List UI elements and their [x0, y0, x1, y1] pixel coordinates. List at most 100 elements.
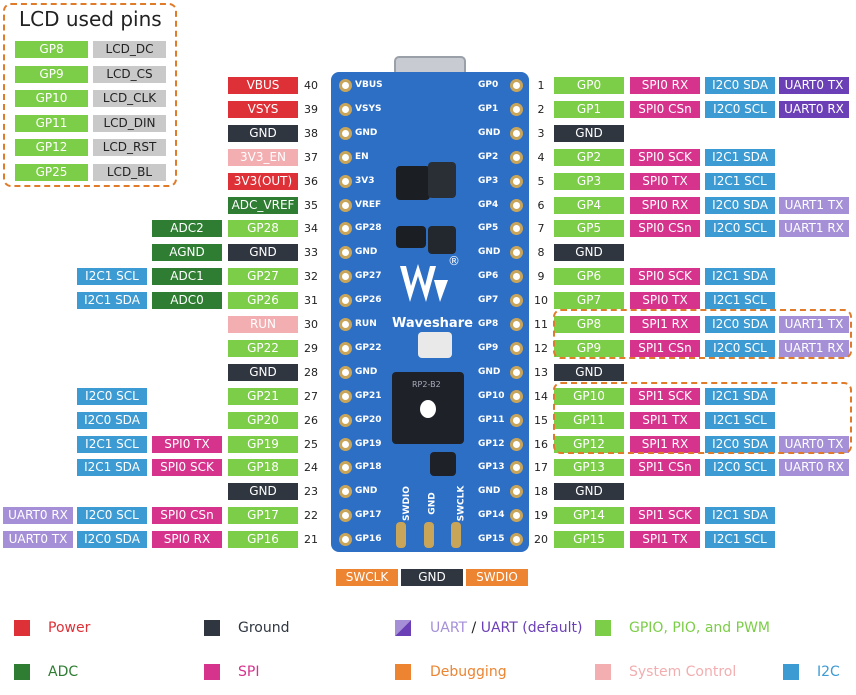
pin-silk: GP20 — [355, 414, 382, 425]
pin-function-label: GND — [228, 124, 298, 142]
pin-silk: VBUS — [355, 80, 383, 90]
pin-function-label: I2C1 SCL — [705, 172, 775, 190]
pin-function-label: SPI1 RX — [630, 316, 700, 333]
pin-function-label: GP17 — [228, 507, 298, 525]
pin-silk: RUN — [355, 319, 377, 329]
pin-silk: GP1 — [478, 103, 499, 114]
pin-function-label: I2C0 SCL — [705, 459, 775, 477]
pin-function-label: ADC2 — [152, 220, 222, 238]
pin-number: 9 — [532, 268, 550, 286]
crystal — [396, 226, 426, 248]
pin-number: 40 — [302, 77, 320, 94]
lcd-gp-label: GP12 — [15, 139, 88, 156]
pin-function-label: SPI1 CSn — [630, 339, 700, 357]
pin-number: 13 — [532, 363, 550, 381]
pin-function-label: 3V3(OUT) — [228, 172, 298, 190]
pin-silk: GP6 — [478, 271, 499, 282]
pin-function-label: I2C0 SDA — [77, 411, 147, 429]
pin-silk: GP8 — [478, 319, 499, 329]
lcd-function-label: LCD_DIN — [93, 114, 166, 132]
pin-pad — [510, 365, 523, 379]
pin-pad — [510, 150, 523, 164]
pin-function-label: I2C0 SDA — [77, 531, 147, 549]
pin-pad — [510, 533, 523, 547]
pin-number: 32 — [302, 268, 320, 286]
pin-function-label: GP20 — [228, 411, 298, 429]
pin-function-label: UART0 TX — [3, 531, 73, 549]
pin-pad — [339, 79, 352, 92]
pin-function-label: GP3 — [554, 172, 624, 190]
pin-pad — [510, 246, 523, 260]
board — [331, 72, 529, 552]
pin-pad — [339, 150, 352, 164]
legend-i2c-label: I2C — [817, 664, 840, 680]
pin-function-label: SPI0 TX — [630, 292, 700, 310]
pin-function-label: GND — [228, 244, 298, 262]
pin-function-label: GND — [228, 483, 298, 501]
lcd-gp-label: GP11 — [15, 114, 88, 132]
pin-function-label: SPI0 SCK — [152, 459, 222, 477]
pin-function-label: UART1 TX — [779, 316, 849, 333]
pin-function-label: UART0 RX — [3, 507, 73, 525]
pin-function-label: I2C1 SCL — [705, 292, 775, 310]
pin-silk: GND — [478, 247, 501, 258]
pin-pad — [339, 222, 352, 236]
pin-number: 8 — [532, 244, 550, 262]
pin-number: 25 — [302, 435, 320, 453]
pin-function-label: I2C1 SDA — [77, 292, 147, 310]
pin-function-label: GND — [554, 244, 624, 262]
pin-function-label: I2C0 SDA — [705, 435, 775, 453]
pin-function-label: UART0 TX — [779, 77, 849, 94]
pin-number: 21 — [302, 531, 320, 549]
pin-function-label: GND — [228, 363, 298, 381]
pin-function-label: GP19 — [228, 435, 298, 453]
pin-function-label: I2C0 SDA — [705, 77, 775, 94]
pin-function-label: GP28 — [228, 220, 298, 238]
pin-function-label: SPI0 SCK — [630, 148, 700, 166]
pin-number: 10 — [532, 292, 550, 310]
pin-number: 20 — [532, 531, 550, 549]
pin-pad — [339, 341, 352, 355]
pin-function-label: RUN — [228, 316, 298, 333]
pin-silk: GP11 — [478, 414, 505, 425]
pin-pad — [339, 389, 352, 403]
pin-pad — [339, 294, 352, 308]
pin-number: 16 — [532, 435, 550, 453]
pin-function-label: SPI0 CSn — [152, 507, 222, 525]
pin-function-label: SPI0 TX — [152, 435, 222, 453]
pin-function-label: GP4 — [554, 196, 624, 214]
pin-function-label: GP21 — [228, 387, 298, 405]
legend-i2c-swatch — [783, 664, 799, 680]
chip-marking: RP2-B2 — [412, 380, 441, 389]
highlight-gp8-gp9 — [553, 309, 852, 359]
pin-function-label: GP26 — [228, 292, 298, 310]
pin-pad — [339, 174, 352, 188]
lcd-function-label: LCD_BL — [93, 163, 166, 181]
pin-number: 3 — [532, 124, 550, 142]
legend-adc-swatch — [14, 664, 30, 680]
pin-silk: GP10 — [478, 390, 505, 401]
pin-function-label: SPI0 RX — [152, 531, 222, 549]
pin-function-label: GP9 — [554, 339, 624, 357]
debug-label: SWCLK — [336, 569, 398, 586]
pin-pad — [510, 79, 523, 92]
pin-function-label: SPI1 CSn — [630, 459, 700, 477]
pin-function-label: GP11 — [554, 411, 624, 429]
pin-function-label: ADC1 — [152, 268, 222, 286]
pin-silk: GND — [355, 366, 378, 377]
pin-function-label: GND — [554, 483, 624, 501]
pin-function-label: GP13 — [554, 459, 624, 477]
pin-silk: GP28 — [355, 223, 382, 234]
pin-pad — [510, 102, 523, 116]
pin-silk: GP9 — [478, 342, 499, 353]
flash-chip — [396, 166, 430, 200]
pin-number: 1 — [532, 77, 550, 94]
pin-function-label: SPI1 TX — [630, 411, 700, 429]
pin-function-label: VBUS — [228, 77, 298, 94]
pin-number: 38 — [302, 124, 320, 142]
pin-number: 2 — [532, 100, 550, 118]
pin-function-label: I2C0 SDA — [705, 316, 775, 333]
pin-function-label: GP8 — [554, 316, 624, 333]
highlight-gp10-gp12 — [553, 382, 852, 454]
pin-silk: GP2 — [478, 151, 499, 162]
